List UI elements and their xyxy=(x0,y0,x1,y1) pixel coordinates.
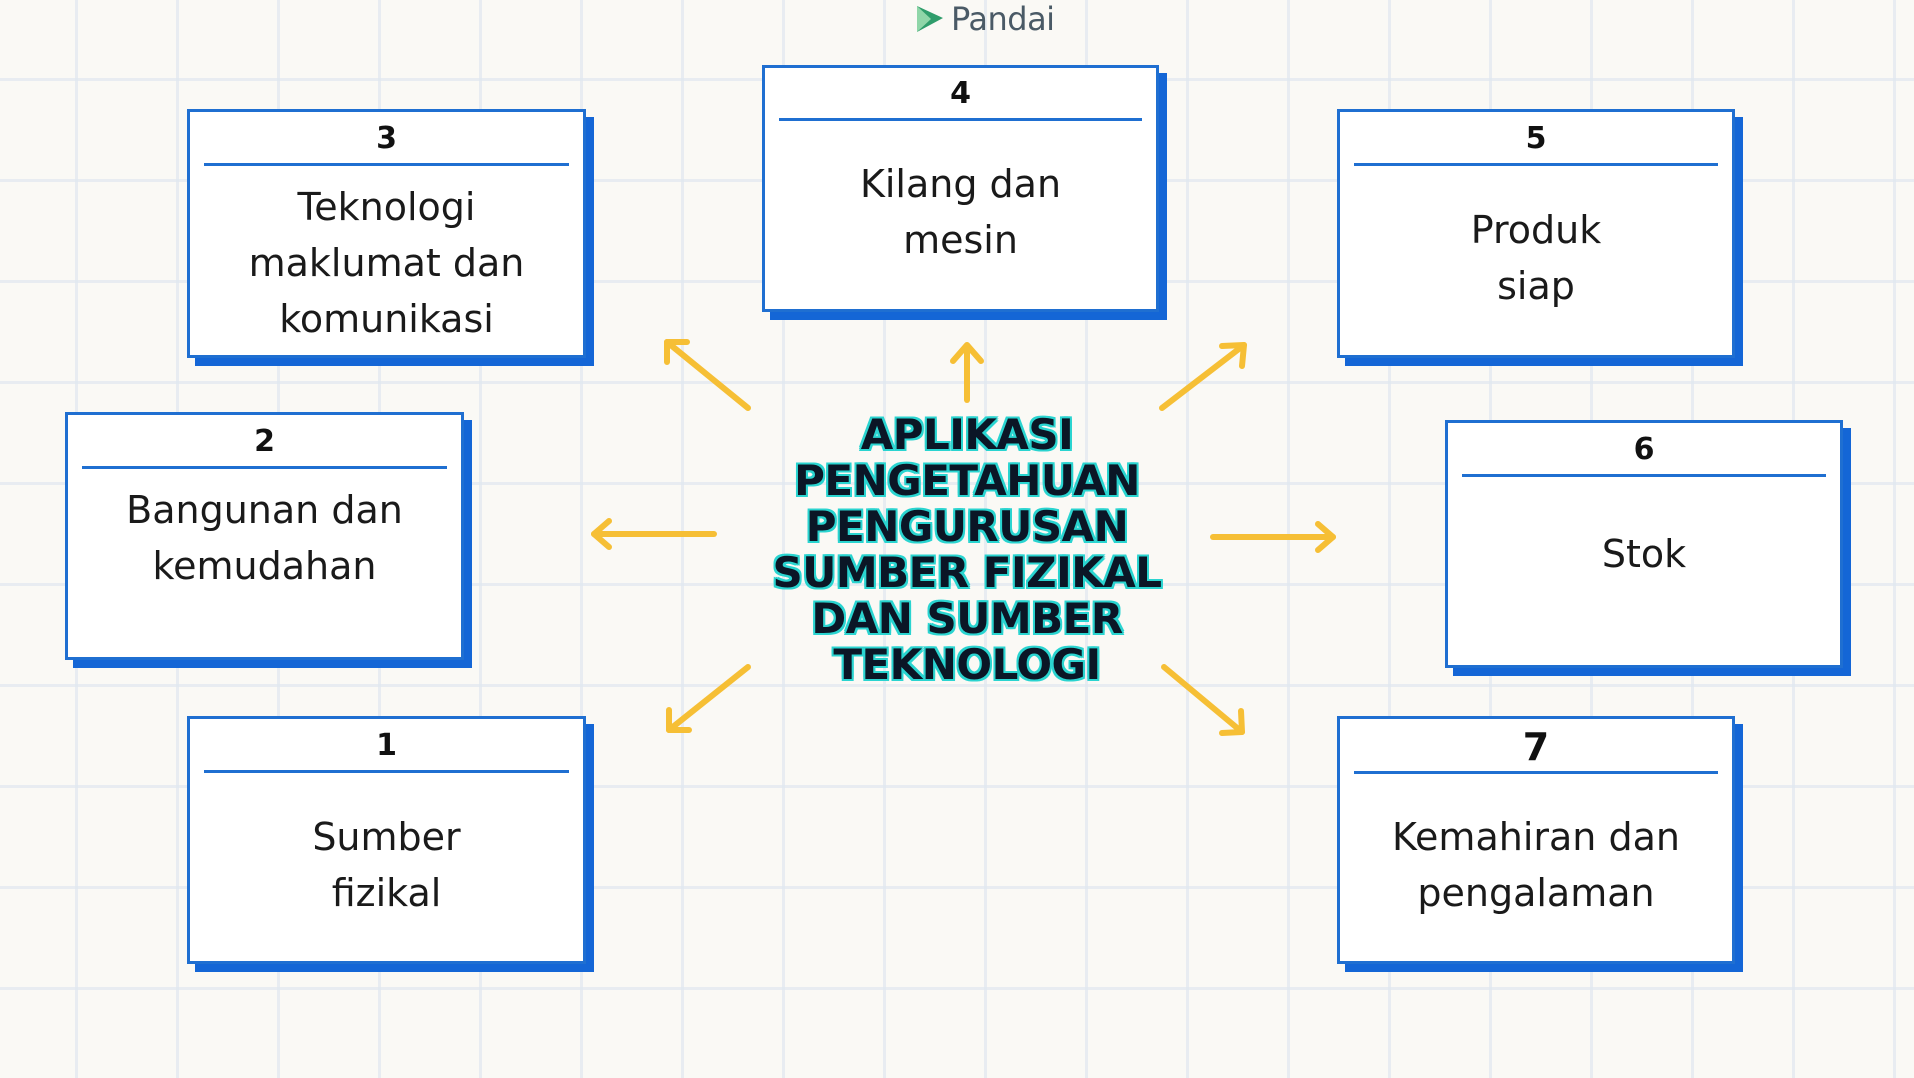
card-text: Kemahiran dan pengalaman xyxy=(1392,815,1680,915)
card-number: 6 xyxy=(1633,432,1655,467)
card-divider xyxy=(204,163,569,166)
card-text: Stok xyxy=(1601,532,1687,576)
card-number: 4 xyxy=(950,76,971,111)
arrow-to-3 xyxy=(664,339,751,411)
card-divider xyxy=(82,466,447,469)
card-text: Produk siap xyxy=(1470,208,1602,308)
card-1: 1 Sumber fizikal xyxy=(187,716,586,964)
card-divider xyxy=(779,118,1142,121)
card-number: 5 xyxy=(1525,121,1547,156)
card-text: Sumber fizikal xyxy=(312,815,461,915)
card-text: Kilang dan mesin xyxy=(859,162,1062,262)
pandai-logo: Pandai xyxy=(913,0,1055,38)
pandai-leaf-icon xyxy=(917,6,943,32)
card-divider xyxy=(1462,474,1826,477)
card-divider xyxy=(204,770,569,773)
card-text: Teknologi maklumat dan komunikasi xyxy=(248,185,525,341)
center-title: APLIKASI PENGETAHUAN PENGURUSAN SUMBER F… xyxy=(772,410,1162,689)
arrow-to-6 xyxy=(1210,521,1336,553)
card-3: 3 Teknologi maklumat dan komunikasi xyxy=(187,109,586,358)
card-number: 1 xyxy=(376,728,397,763)
card-number: 3 xyxy=(376,121,397,156)
card-text: Bangunan dan kemudahan xyxy=(126,488,403,588)
arrow-to-4 xyxy=(950,342,984,403)
arrow-to-5 xyxy=(1159,342,1247,411)
arrow-to-2 xyxy=(591,518,717,550)
card-divider xyxy=(1354,163,1718,166)
arrow-to-7 xyxy=(1161,664,1245,736)
card-7: 7 Kemahiran dan pengalaman xyxy=(1337,716,1735,964)
card-4: 4 Kilang dan mesin xyxy=(762,65,1159,312)
arrow-to-1 xyxy=(666,664,751,733)
card-number: 2 xyxy=(254,424,275,459)
card-number: 7 xyxy=(1522,725,1550,769)
card-6: 6 Stok xyxy=(1445,420,1843,668)
card-divider xyxy=(1354,771,1718,774)
card-2: 2 Bangunan dan kemudahan xyxy=(65,412,464,660)
card-5: 5 Produk siap xyxy=(1337,109,1735,358)
logo-text: Pandai xyxy=(951,0,1055,38)
